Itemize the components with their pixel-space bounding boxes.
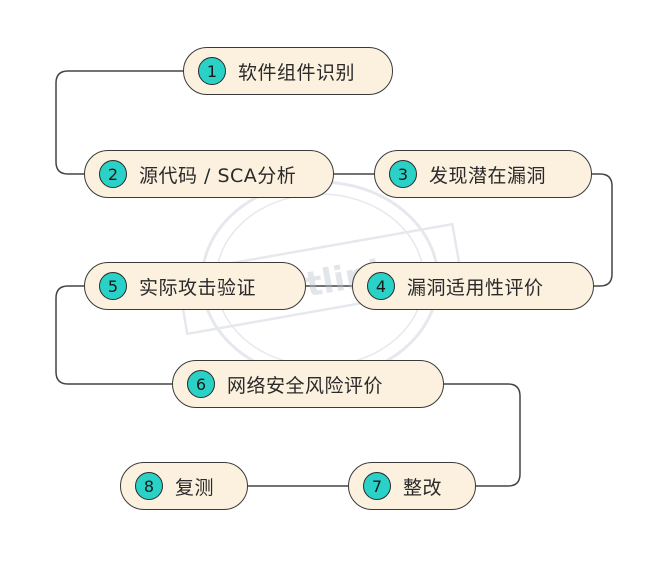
step-5-node: 5 实际攻击验证 xyxy=(84,262,306,310)
step-1-node: 1 软件组件识别 xyxy=(183,47,393,95)
connector-1-2 xyxy=(55,70,185,175)
step-6-node: 6 网络安全风险评价 xyxy=(172,360,444,408)
step-number-badge: 4 xyxy=(367,272,395,300)
step-number-badge: 7 xyxy=(363,472,391,500)
step-label: 源代码 / SCA分析 xyxy=(139,164,297,187)
step-3-node: 3 发现潜在漏洞 xyxy=(374,150,592,198)
step-7-node: 7 整改 xyxy=(348,462,476,510)
step-label: 实际攻击验证 xyxy=(139,276,257,299)
step-number-badge: 1 xyxy=(198,57,226,85)
step-2-node: 2 源代码 / SCA分析 xyxy=(84,150,334,198)
step-label: 软件组件识别 xyxy=(238,61,356,84)
connector-5-6 xyxy=(55,285,172,385)
step-label: 整改 xyxy=(403,476,443,499)
step-8-node: 8 复测 xyxy=(120,462,248,510)
connector-3-4 xyxy=(592,173,613,287)
step-label: 发现潜在漏洞 xyxy=(429,164,547,187)
step-number-badge: 8 xyxy=(135,472,163,500)
step-number-badge: 5 xyxy=(99,272,127,300)
step-number-badge: 2 xyxy=(99,160,127,188)
connector-6-7 xyxy=(444,383,521,487)
step-label: 网络安全风险评价 xyxy=(227,374,384,397)
step-number-badge: 6 xyxy=(187,370,215,398)
step-number-badge: 3 xyxy=(389,160,417,188)
step-label: 复测 xyxy=(175,476,215,499)
step-4-node: 4 漏洞适用性评价 xyxy=(352,262,594,310)
step-label: 漏洞适用性评价 xyxy=(407,276,544,299)
